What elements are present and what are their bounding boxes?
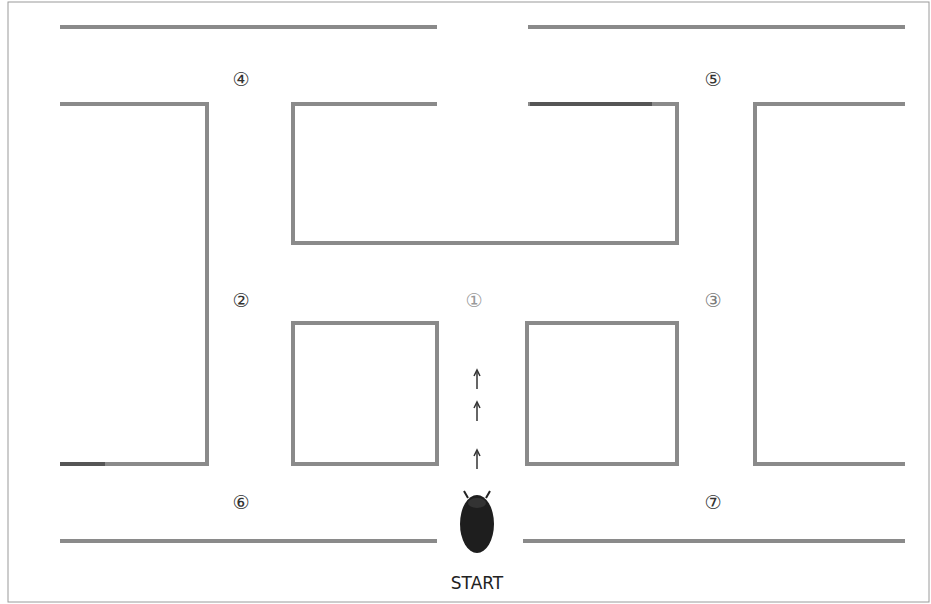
callout-number: ⑤ bbox=[704, 70, 721, 89]
frame bbox=[8, 2, 929, 602]
dark-wall-marks bbox=[60, 104, 652, 464]
callout-number: ④ bbox=[232, 70, 249, 89]
callout-number: ② bbox=[232, 291, 249, 310]
bug-robot bbox=[460, 491, 494, 553]
direction-arrows bbox=[474, 370, 480, 469]
callout-number: ③ bbox=[704, 291, 721, 310]
start-label: START bbox=[451, 575, 503, 592]
callout-number: ① bbox=[465, 291, 482, 310]
maze-walls bbox=[60, 27, 905, 541]
callout-number: ⑥ bbox=[232, 493, 249, 512]
callout-number: ⑦ bbox=[704, 493, 721, 512]
